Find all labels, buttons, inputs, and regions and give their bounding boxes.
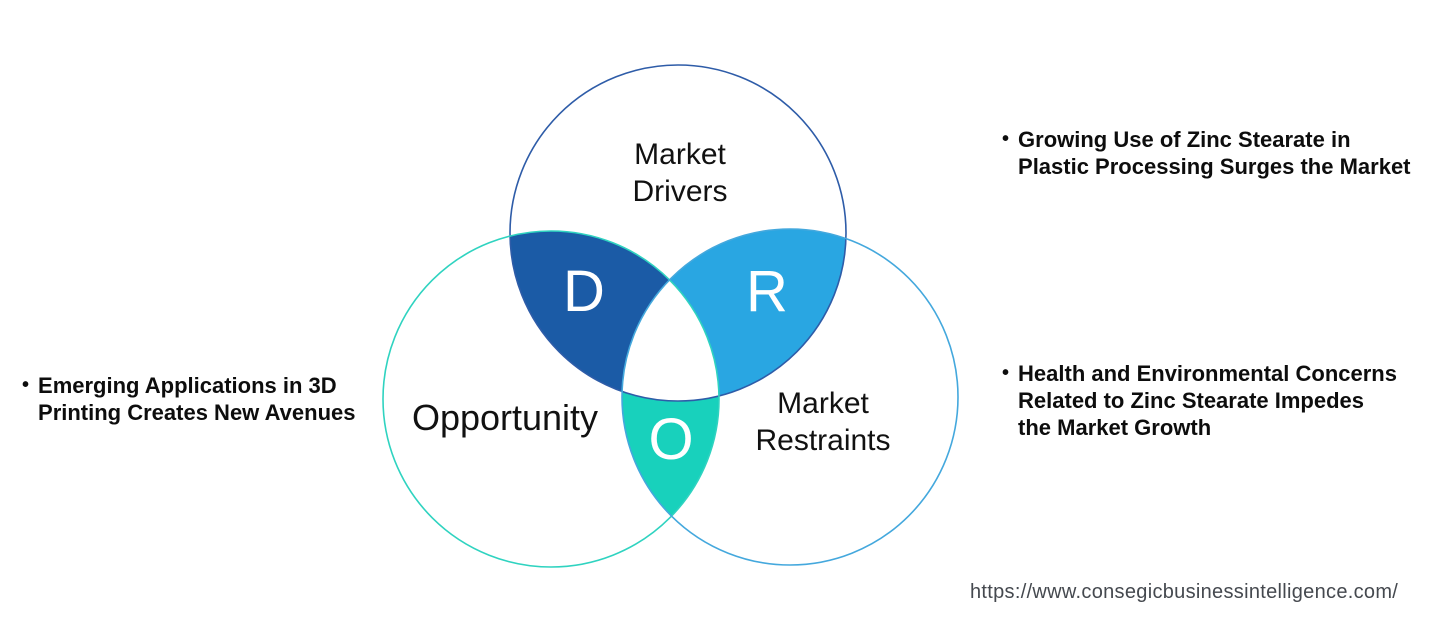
opportunity-label: Opportunity [411,397,599,438]
bullet-icon: • [22,374,30,396]
opportunity-note: • Emerging Applications in 3D Printing C… [22,372,372,426]
restraints-note: • Health and Environmental Concerns Rela… [1002,360,1422,441]
opportunity-note-text: Emerging Applications in 3D Printing Cre… [38,373,356,425]
bullet-icon: • [1002,362,1010,384]
bullet-icon: • [1002,128,1010,150]
market-drivers-circle [509,64,847,402]
letter-o: O [648,407,694,472]
opportunity-circle [382,230,720,568]
market-restraints-label: Market Restraints [755,387,891,457]
market-restraints-circle [621,228,959,566]
drivers-note: • Growing Use of Zinc Stearate in Plasti… [1002,126,1432,180]
restraints-note-text: Health and Environmental Concerns Relate… [1018,361,1397,440]
drivers-note-text: Growing Use of Zinc Stearate in Plastic … [1018,127,1411,179]
footer-url: https://www.consegicbusinessintelligence… [970,581,1399,603]
drivers-opportunity-region [510,231,670,392]
letter-d: D [563,259,605,324]
market-drivers-label: Market Drivers [632,138,728,208]
letter-r: R [746,259,788,324]
